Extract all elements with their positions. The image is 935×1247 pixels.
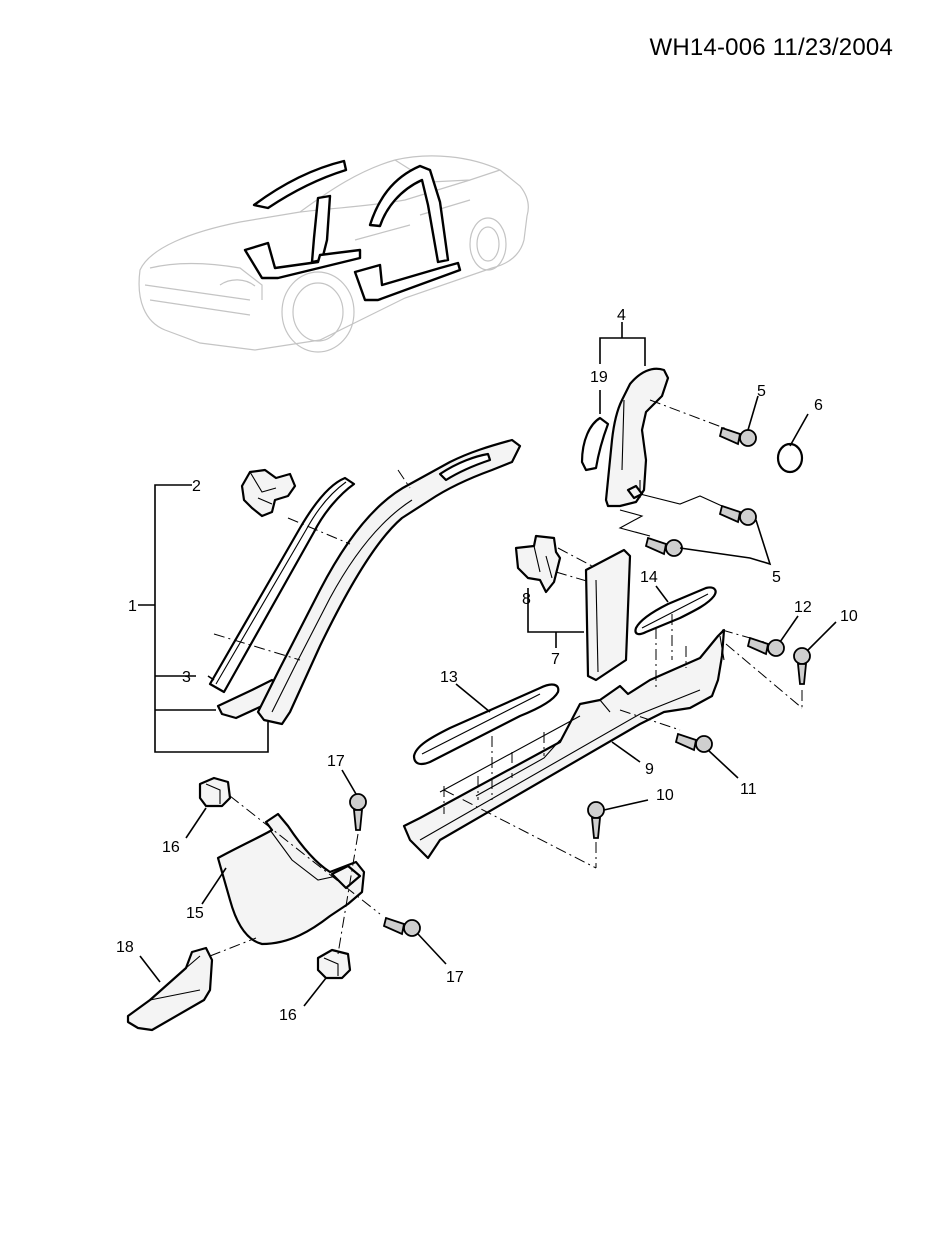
callout-6: 6 xyxy=(814,397,823,414)
car-a-pillar-highlight xyxy=(252,159,348,210)
screw-part-10-lower xyxy=(587,801,605,839)
callout-5-upper: 5 xyxy=(757,383,766,400)
callout-12: 12 xyxy=(794,599,812,616)
molding-part-3 xyxy=(208,476,356,694)
callout-15: 15 xyxy=(186,905,204,922)
callout-5-lower: 5 xyxy=(772,569,781,586)
callout-9: 9 xyxy=(645,761,654,778)
cap-part-6 xyxy=(776,442,804,474)
car-b-pillar-highlight xyxy=(368,164,450,264)
callout-11: 11 xyxy=(740,781,757,798)
callout-7: 7 xyxy=(551,651,560,668)
clip-part-2 xyxy=(240,468,297,518)
fastener-group-upper xyxy=(618,395,809,566)
callout-4: 4 xyxy=(617,307,626,324)
callout-16-upper: 16 xyxy=(162,839,180,856)
callout-13: 13 xyxy=(440,669,458,686)
callout-17-upper: 17 xyxy=(327,753,345,770)
b-pillar-lower-trim xyxy=(584,548,632,682)
callout-17-lower: 17 xyxy=(446,969,464,986)
sill-molding-part-9 xyxy=(402,614,803,869)
fastener-group-sill xyxy=(455,585,837,868)
callout-14: 14 xyxy=(640,569,658,586)
screw-part-5-mid xyxy=(718,504,757,526)
callout-19: 19 xyxy=(590,369,608,386)
callout-labels: 1 2 3 4 5 5 6 7 8 9 10 10 11 12 13 14 15… xyxy=(116,307,858,1024)
document-id: WH14-006 11/23/2004 xyxy=(649,34,893,61)
sill-plate-13 xyxy=(412,683,560,766)
b-pillar-upper-trim xyxy=(604,367,670,508)
trim-part-18 xyxy=(126,946,214,1032)
car-outline-illustration xyxy=(138,155,529,353)
kick-panel-group xyxy=(126,469,447,1032)
pad-part-19 xyxy=(580,416,610,472)
callout-1: 1 xyxy=(128,598,137,615)
callout-3: 3 xyxy=(182,669,191,686)
clip-part-16-lower xyxy=(316,948,352,980)
screw-part-12 xyxy=(746,636,785,657)
sill-plates xyxy=(412,586,717,766)
b-pillar-lower-group xyxy=(514,534,632,682)
callout-16-lower: 16 xyxy=(279,1007,297,1024)
callout-2: 2 xyxy=(192,478,201,495)
clip-part-16-upper xyxy=(198,776,232,808)
screw-part-5-lower xyxy=(644,536,683,557)
callout-8: 8 xyxy=(522,591,531,608)
a-pillar-molding-group xyxy=(138,438,522,753)
screw-part-5-upper xyxy=(718,426,757,447)
callout-10-right: 10 xyxy=(840,608,858,625)
screw-part-17-lower xyxy=(382,916,421,937)
a-pillar-trim xyxy=(256,438,522,726)
screw-part-11 xyxy=(674,732,713,753)
screw-part-10-right xyxy=(793,647,811,685)
callout-10-lower: 10 xyxy=(656,787,674,804)
screw-part-17-upper xyxy=(349,793,367,831)
b-pillar-upper-group xyxy=(580,322,670,508)
callout-18: 18 xyxy=(116,939,134,956)
